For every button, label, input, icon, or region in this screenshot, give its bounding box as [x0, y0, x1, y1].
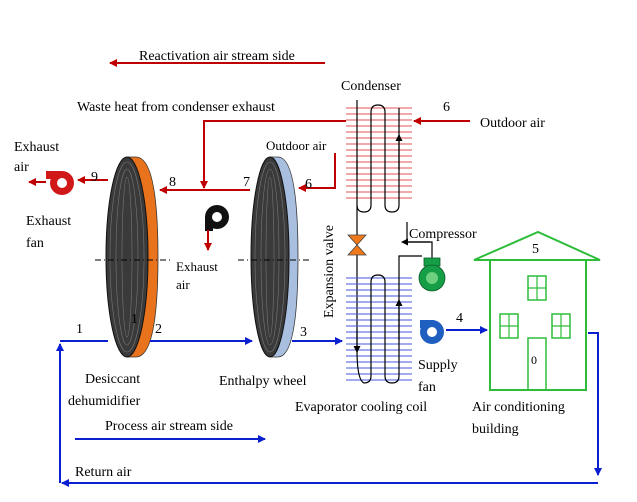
building-icon: [473, 230, 601, 391]
compressor-suction-line: [398, 255, 422, 265]
state-point-9: 9: [91, 170, 98, 185]
supply-fan-icon: [420, 320, 444, 344]
reactivation-side-label: Reactivation air stream side: [139, 49, 295, 64]
desiccant-label-2: dehumidifier: [68, 394, 141, 409]
return-air-label: Return air: [75, 465, 132, 480]
state-point-1: 1: [76, 322, 83, 337]
exhaust-fan-icon: [46, 171, 74, 195]
building-label-1: Air conditioning: [472, 400, 565, 415]
outdoor-air-duct: [298, 153, 336, 192]
compressor-label: Compressor: [409, 227, 477, 242]
expansion-valve-label: Expansion valve: [322, 225, 337, 318]
state-point-7: 7: [243, 175, 250, 190]
condenser-coil: [346, 100, 412, 213]
state-point-2: 2: [155, 322, 162, 337]
waste-heat-duct: [200, 120, 346, 189]
desiccant-wheel: [105, 156, 159, 358]
enthalpy-wheel: [250, 156, 299, 358]
condenser-label: Condenser: [341, 79, 401, 94]
state-point-6-top: 6: [443, 100, 450, 115]
state-point-4: 4: [456, 311, 463, 326]
enthalpy-wheel-label: Enthalpy wheel: [219, 374, 307, 389]
exhaust-fan-label-2: fan: [26, 236, 44, 251]
outdoor-air-top-label: Outdoor air: [266, 138, 327, 153]
state-point-8: 8: [169, 175, 176, 190]
supply-fan-label-2: fan: [418, 380, 436, 395]
evaporator-label: Evaporator cooling coil: [295, 400, 427, 415]
exhaust-fan-mid-icon: [205, 205, 229, 231]
door-number: 0: [531, 353, 537, 367]
outdoor-air-right-label: Outdoor air: [480, 116, 545, 131]
exhaust-fan-label-1: Exhaust: [26, 214, 71, 229]
state-point-5: 5: [532, 242, 539, 257]
exhaust-air-mid-label-1: Exhaust: [176, 259, 218, 274]
return-air-duct: [588, 332, 602, 476]
building-label-2: building: [472, 422, 519, 437]
process-side-label: Process air stream side: [105, 419, 233, 434]
evaporator-coil: [346, 265, 412, 384]
state-point-6-mid: 6: [305, 177, 312, 192]
state-point-1-wheel: 1: [131, 312, 138, 327]
supply-fan-label-1: Supply: [418, 358, 458, 373]
state-point-3: 3: [300, 325, 307, 340]
waste-heat-label: Waste heat from condenser exhaust: [77, 100, 275, 115]
exhaust-air-mid-label-2: air: [176, 277, 190, 292]
expansion-valve-icon: [347, 234, 367, 256]
desiccant-label-1: Desiccant: [85, 372, 140, 387]
exhaust-air-left-label-1: Exhaust: [14, 140, 59, 155]
compressor-icon: [418, 257, 446, 292]
exhaust-air-left-label-2: air: [14, 160, 29, 175]
